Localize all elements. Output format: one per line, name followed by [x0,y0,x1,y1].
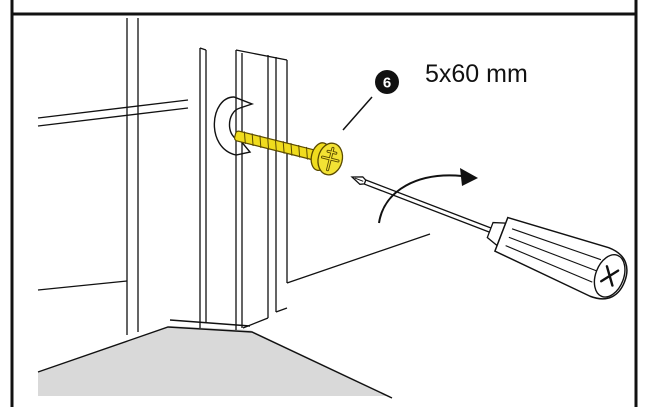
floor [37,319,393,399]
window-frame [37,18,189,335]
screw-size-label: 5x60 mm [425,60,528,88]
door-frame [199,47,431,330]
floor-shading [38,326,390,396]
bracket-slot [213,96,255,156]
part-number-badge [375,70,399,94]
screw-icon [233,130,344,176]
rotation-arrow-icon [378,168,478,224]
callout-leader [342,96,373,131]
screwdriver-icon [350,176,628,300]
illustration-frame [10,0,638,407]
part-number-label: 6 [383,75,391,92]
